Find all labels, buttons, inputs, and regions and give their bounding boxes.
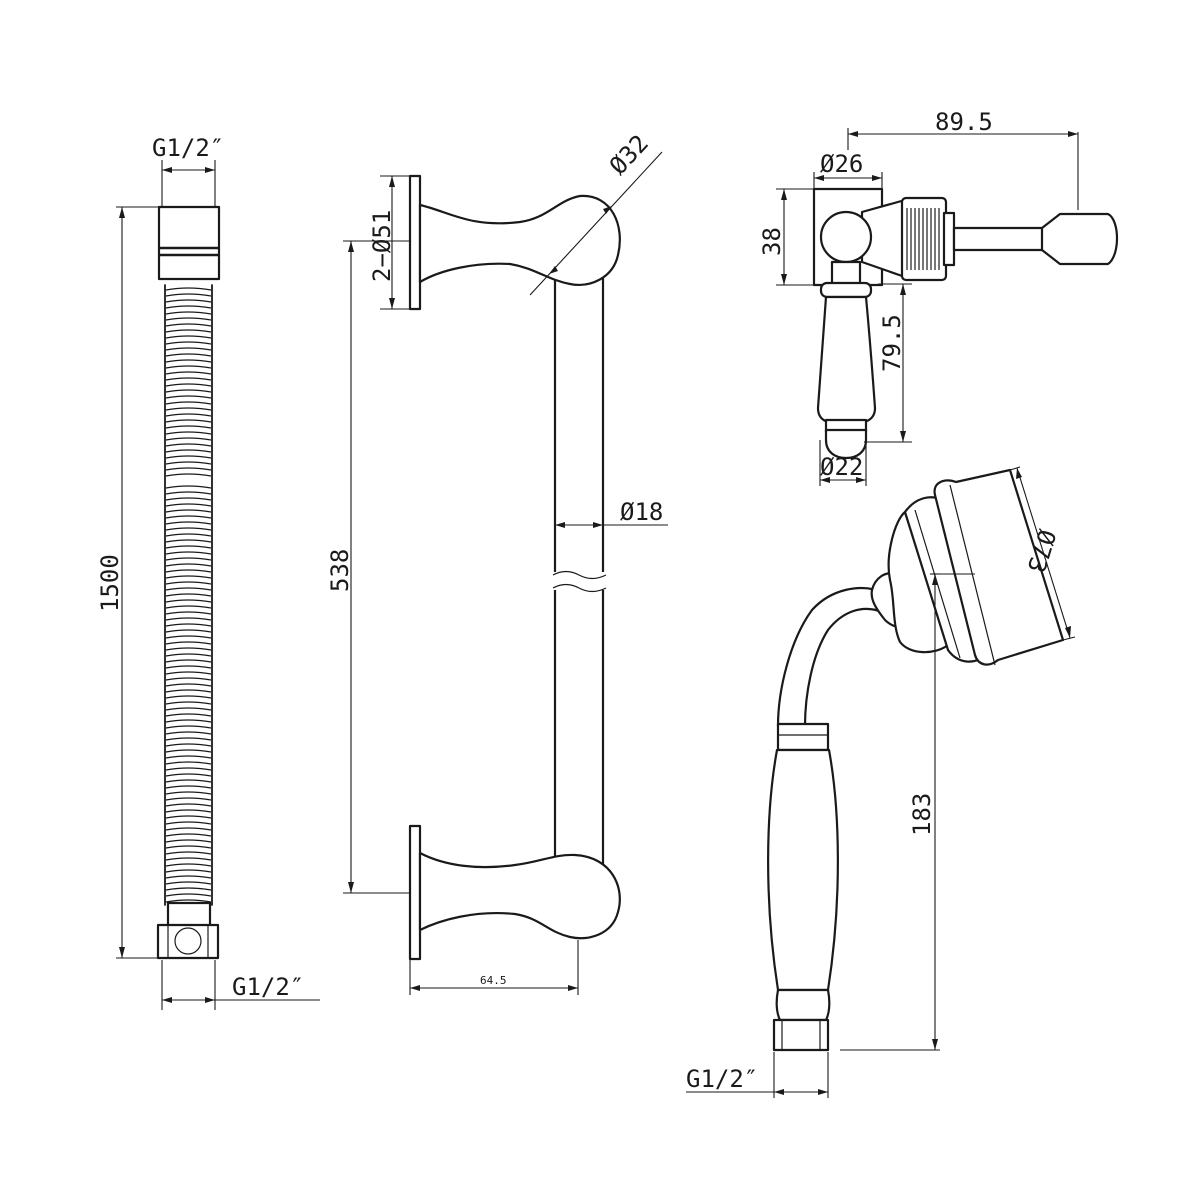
handshower-bottom-collar [775, 988, 831, 1022]
hose-top-connector [157, 205, 221, 281]
rail-break-line [552, 570, 607, 580]
rail-tube-diameter-label: Ø18 [620, 498, 663, 526]
valve-lever-handle [1040, 212, 1119, 266]
handshower-handle-length-label: 183 [908, 793, 936, 836]
valve-outlet-neck [830, 260, 862, 286]
hose-dimensions: G1/2″ 1500 G1/2″ [96, 134, 320, 1010]
hose-nut-face [174, 927, 202, 955]
rail-flange-diameter-label: 2−Ø51 [368, 210, 396, 282]
valve-lever-arm [952, 226, 1046, 252]
valve-outlet-cap [819, 281, 873, 299]
valve-body-diameter-label: Ø26 [820, 150, 863, 178]
hose-bottom-thread-label: G1/2″ [232, 973, 304, 1001]
handshower-thread-connector [772, 1018, 830, 1052]
diverter-valve [812, 187, 1119, 460]
handshower-head-edge [949, 484, 996, 666]
hose-coil-lines [165, 287, 212, 903]
handshower-thread-label: G1/2″ [686, 1065, 758, 1093]
valve-stem-collar [942, 211, 956, 267]
valve-ball [819, 210, 873, 264]
hose-top-thread-label: G1/2″ [152, 134, 224, 162]
valve-dimensions: 89.5 Ø26 38 79.5 Ø22 [758, 108, 1079, 486]
rail-bottom-flange [408, 824, 422, 961]
valve-knurl-lines [906, 208, 940, 270]
slide-rail [408, 174, 621, 961]
rail-height-label: 538 [326, 549, 354, 592]
valve-reach-label: 89.5 [935, 108, 993, 136]
valve-pendant-handle [816, 295, 877, 426]
rail-bottom-bracket [418, 851, 621, 940]
handshower-head-back [887, 510, 950, 654]
handshower-dimensions: Ø73 183 G1/2″ [686, 466, 1076, 1098]
valve-lever-drop-label: 79.5 [878, 314, 906, 372]
rail-tube [553, 268, 605, 867]
hose-length-label: 1500 [96, 554, 124, 612]
handshower-curved-neck [776, 586, 887, 728]
hose-bottom-nut [156, 923, 220, 960]
rail-top-bracket [418, 194, 621, 286]
hand-shower [767, 468, 1065, 1052]
hose [156, 205, 221, 960]
rail-ball-diameter-label: Ø32 [604, 129, 654, 180]
valve-body-height-label: 38 [758, 227, 786, 256]
handshower-top-collar [776, 722, 830, 752]
handshower-handle [767, 748, 839, 992]
valve-knob-diameter-label: Ø22 [820, 453, 863, 481]
rail-break-line [552, 583, 607, 593]
rail-top-flange [408, 174, 422, 311]
hose-bottom-ferrule [166, 901, 212, 929]
rail-projection-label: 64.5 [480, 974, 507, 987]
